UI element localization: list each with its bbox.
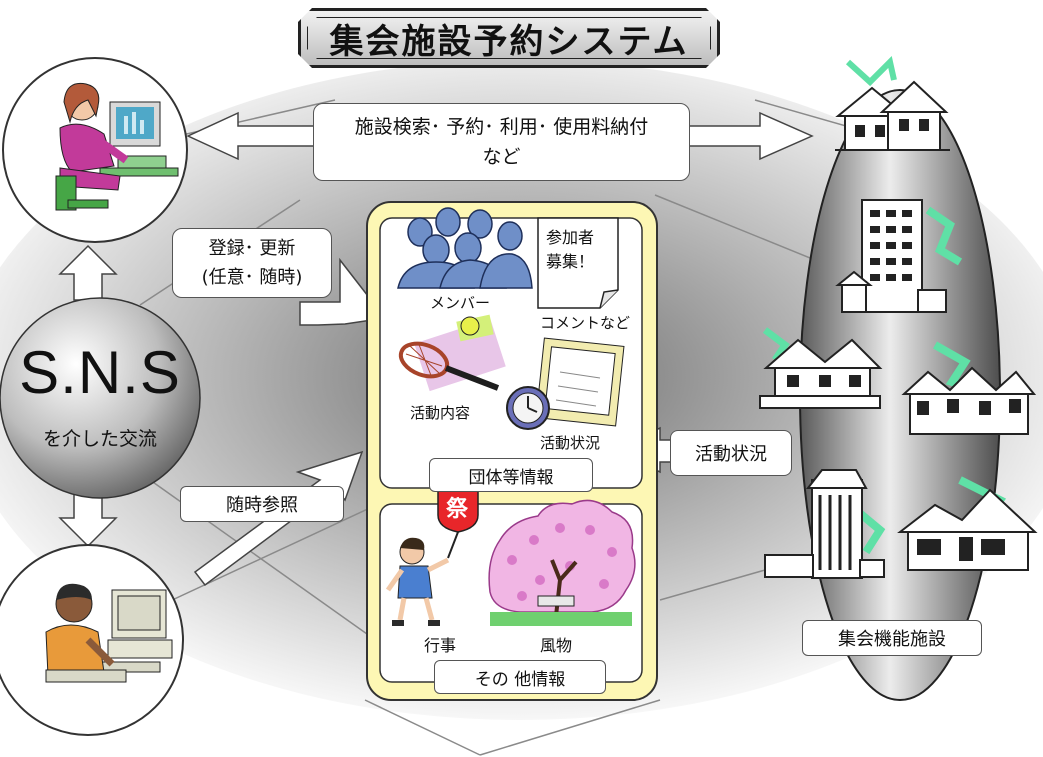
register-label-line1: 登録･ 更新 <box>208 238 296 259</box>
down-arrow-bottom-user <box>58 491 118 548</box>
house-icon <box>897 476 1038 571</box>
other-info-label: その 他情報 <box>434 660 606 694</box>
up-arrow-top-user <box>58 244 118 301</box>
top-flow-label: 施設検索･ 予約･ 利用･ 使用料納付 など <box>313 103 690 181</box>
facility-label: 集会機能施設 <box>802 620 982 656</box>
comment-label: コメントなど <box>540 314 631 332</box>
sns-subtitle: を介した交流 <box>42 428 157 450</box>
activity-status-label: 活動状況 <box>670 430 792 476</box>
festival-fan-text: 祭 <box>445 497 468 522</box>
browse-label: 随時参照 <box>180 486 344 522</box>
scenery-label: 風物 <box>540 636 573 655</box>
boy-fan-icon <box>385 487 479 626</box>
office-building-icon <box>764 469 886 579</box>
houses-icon <box>835 56 950 151</box>
register-arrow <box>299 257 387 326</box>
group-info-label-text: 団体等情報 <box>468 467 554 488</box>
boy-computer-icon <box>45 583 173 683</box>
register-label: 登録･ 更新 (任意･ 随時) <box>172 228 332 298</box>
event-label: 行事 <box>424 636 457 655</box>
apartment-building-icon <box>835 199 963 313</box>
calendar-icon <box>535 337 625 427</box>
activity-status-small-label: 活動状況 <box>540 434 601 452</box>
people-group-icon <box>397 207 533 289</box>
page-title: 集会施設予約システム <box>329 21 689 62</box>
title-banner: 集会施設予約システム <box>298 8 720 68</box>
sns-sphere <box>0 297 201 499</box>
townhouses-right-icon <box>901 341 1037 435</box>
title-banner-inner-border <box>307 17 711 59</box>
members-label: メンバー <box>430 294 491 312</box>
townhouses-icon <box>759 327 883 409</box>
activity-status-label-text: 活動状況 <box>695 444 767 465</box>
register-label-line2: (任意･ 随時) <box>201 267 303 288</box>
sns-title: S.N.S <box>19 339 181 406</box>
facility-label-text: 集会機能施設 <box>838 629 946 650</box>
note-paper-icon <box>537 217 619 309</box>
tennis-icon <box>398 314 506 392</box>
woman-computer-icon <box>55 82 179 211</box>
clock-icon <box>506 386 550 430</box>
other-info-label-text: その 他情報 <box>474 669 566 690</box>
note-line2: 募集！ <box>546 252 595 271</box>
activity-content-label: 活動内容 <box>410 404 471 422</box>
group-info-label: 団体等情報 <box>429 458 593 492</box>
top-flow-label-line1: 施設検索･ 予約･ 利用･ 使用料納付 <box>354 116 649 138</box>
browse-label-text: 随時参照 <box>226 495 298 516</box>
top-flow-label-line2: など <box>482 146 521 168</box>
note-line1: 参加者 <box>546 228 595 247</box>
cherry-tree-icon <box>488 499 636 626</box>
